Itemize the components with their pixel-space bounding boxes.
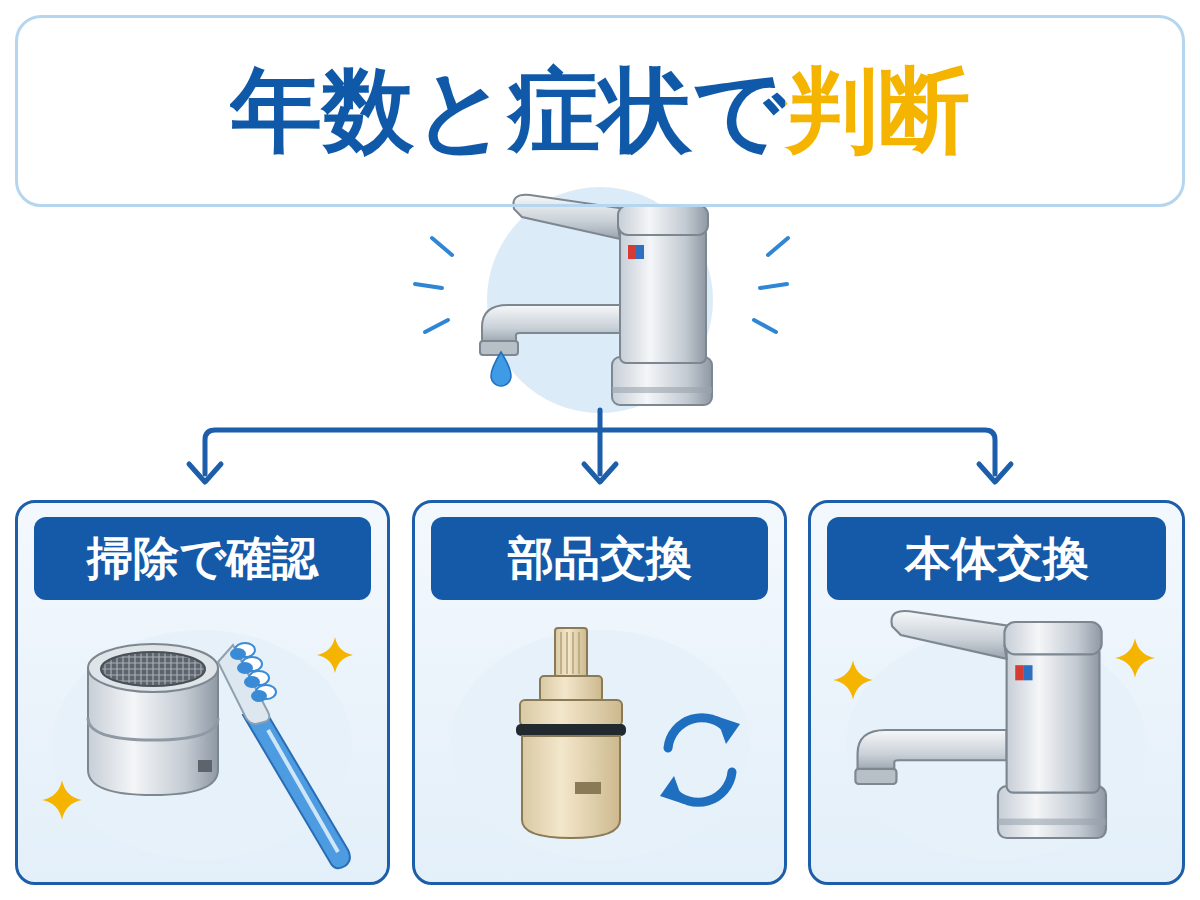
toothbrush bbox=[218, 643, 350, 868]
panel-heading: 部品交換 bbox=[431, 517, 768, 600]
faucet-top bbox=[480, 195, 712, 405]
option-panel: 掃除で確認 bbox=[15, 500, 390, 885]
title-text: 年数と症状で判断 bbox=[230, 60, 970, 161]
cartridge bbox=[516, 628, 626, 838]
panel-heading: 掃除で確認 bbox=[34, 517, 371, 600]
aerator bbox=[88, 644, 218, 795]
water-drop bbox=[491, 352, 511, 386]
title-box: 年数と症状で判断 bbox=[15, 15, 1185, 207]
option-panel: 部品交換 bbox=[412, 500, 787, 885]
branch-arrows bbox=[189, 410, 1011, 482]
faucet-new bbox=[855, 611, 1106, 838]
panel-heading: 本体交換 bbox=[827, 517, 1166, 600]
option-panel: 本体交換 bbox=[808, 500, 1185, 885]
